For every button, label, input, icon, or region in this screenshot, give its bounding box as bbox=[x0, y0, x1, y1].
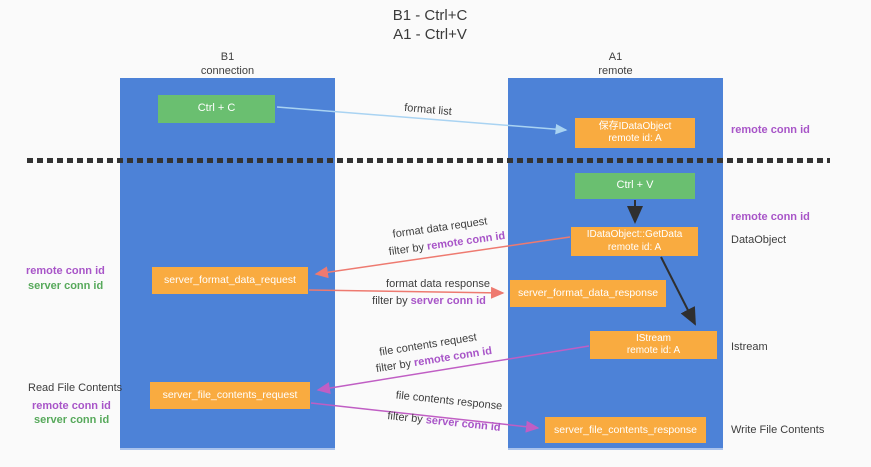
file-contents-response-label: file contents response bbox=[395, 389, 503, 413]
node-istream-line1: IStream bbox=[635, 332, 671, 344]
format-list-label: format list bbox=[403, 101, 453, 119]
lane-b1-role: connection bbox=[200, 65, 255, 77]
lane-a1-name: A1 bbox=[608, 51, 623, 63]
server-conn-id-left-mid-label: server conn id bbox=[28, 280, 104, 292]
filter-by-text: filter by bbox=[375, 357, 416, 376]
node-save-idataobject: 保存IDataObject remote id: A bbox=[575, 118, 695, 148]
node-istream-line2: remote id: A bbox=[626, 345, 681, 356]
node-idataobject-getdata: IDataObject::GetData remote id: A bbox=[571, 227, 698, 256]
lane-header-b1: B1 connection bbox=[120, 50, 335, 78]
filter-by-text: filter by bbox=[388, 240, 428, 259]
filter-by-text: filter by bbox=[386, 410, 427, 427]
node-file-request-label: server_file_contents_request bbox=[162, 389, 298, 402]
server-conn-id-text: server conn id bbox=[425, 414, 502, 434]
node-ctrl-c-label: Ctrl + C bbox=[197, 102, 236, 115]
node-server-format-data-request: server_format_data_request bbox=[152, 267, 308, 294]
node-getdata-line1: IDataObject::GetData bbox=[586, 229, 683, 240]
node-server-file-contents-request: server_file_contents_request bbox=[150, 382, 310, 409]
dashed-separator-line bbox=[27, 158, 830, 163]
filter-by-server-conn-id-label-2: filter by server conn id bbox=[387, 410, 501, 434]
remote-conn-id-left-bottom-label: remote conn id bbox=[32, 400, 111, 412]
remote-conn-id-right-mid-label: remote conn id bbox=[731, 211, 810, 223]
node-ctrl-v-label: Ctrl + V bbox=[616, 179, 654, 192]
read-file-contents-label: Read File Contents bbox=[28, 382, 123, 394]
node-save-idataobject-line2: remote id: A bbox=[608, 133, 662, 144]
node-server-format-data-response: server_format_data_response bbox=[510, 280, 666, 307]
dataobject-label: DataObject bbox=[731, 234, 787, 246]
format-data-response-label: format data response bbox=[386, 278, 490, 290]
diagram-title-line1: B1 - Ctrl+C bbox=[392, 7, 468, 24]
server-conn-id-text: server conn id bbox=[410, 295, 486, 307]
write-file-contents-label: Write File Contents bbox=[731, 424, 825, 436]
remote-conn-id-left-mid-label: remote conn id bbox=[26, 265, 105, 277]
node-save-idataobject-line1: 保存IDataObject bbox=[598, 120, 672, 132]
lane-header-a1: A1 remote bbox=[508, 50, 723, 78]
format-data-response-arrow bbox=[308, 286, 505, 299]
node-format-response-label: server_format_data_response bbox=[517, 287, 659, 300]
filter-by-text: filter by bbox=[372, 295, 411, 307]
node-server-file-contents-response: server_file_contents_response bbox=[545, 417, 706, 443]
istream-side-label: Istream bbox=[731, 341, 768, 353]
node-getdata-line2: remote id: A bbox=[607, 241, 662, 253]
node-ctrl-v: Ctrl + V bbox=[575, 173, 695, 199]
node-istream: IStream remote id: A bbox=[590, 331, 717, 359]
node-format-request-label: server_format_data_request bbox=[164, 274, 296, 287]
diagram-title-line2: A1 - Ctrl+V bbox=[393, 26, 467, 43]
node-file-response-label: server_file_contents_response bbox=[553, 423, 697, 436]
lane-a1-role: remote bbox=[598, 65, 633, 77]
node-ctrl-c: Ctrl + C bbox=[158, 95, 275, 123]
lane-b1-name: B1 bbox=[220, 51, 235, 63]
remote-conn-id-right-top-label: remote conn id bbox=[731, 124, 810, 136]
server-conn-id-left-bottom-label: server conn id bbox=[34, 414, 110, 426]
filter-by-server-conn-id-label-1: filter by server conn id bbox=[372, 295, 486, 307]
